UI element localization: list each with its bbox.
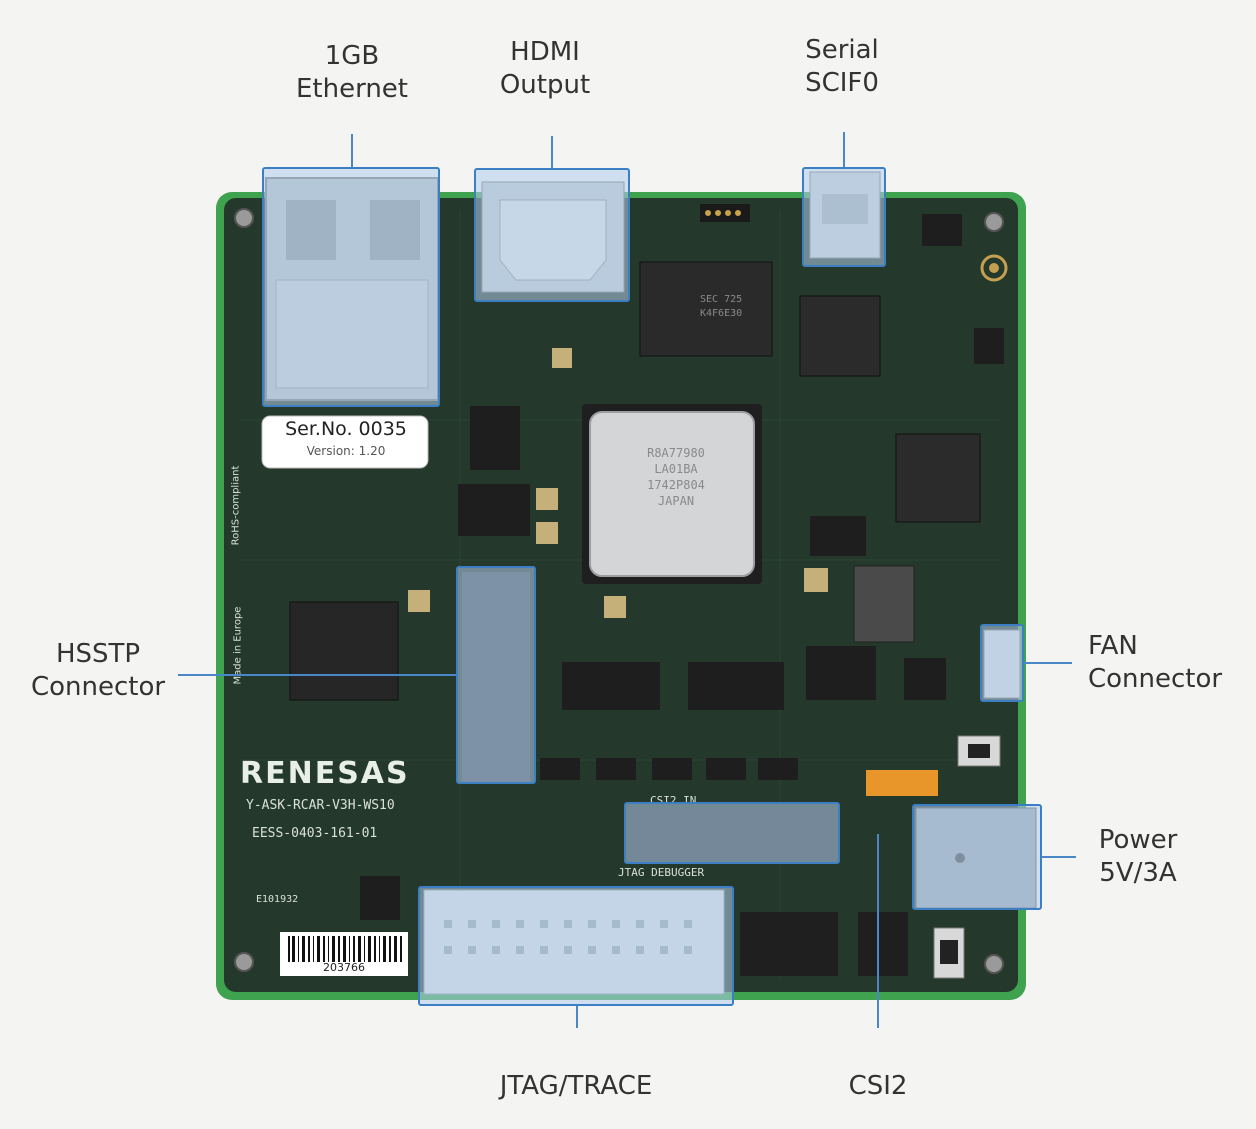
label-hsstp: HSSTP Connector [30,639,166,702]
fan-highlight [980,624,1024,702]
label-power: Power 5V/3A [1098,825,1178,888]
fan-leader [1024,662,1072,664]
label-fan: FAN Connector [1088,631,1223,694]
ethernet-leader [351,134,353,167]
label-jtag: JTAG/TRACE [499,1071,653,1101]
board-model: Y-ASK-RCAR-V3H-WS10 [246,798,395,813]
hsstp-leader [178,674,456,676]
svg-text:K4F6E30: K4F6E30 [700,308,742,319]
serial-sticker-number: Ser.No. 0035 [285,418,407,440]
label-ethernet: 1GB Ethernet [296,41,408,104]
csi2-highlight [624,802,840,864]
hsstp-highlight [456,566,536,784]
board-part: EESS-0403-161-01 [252,826,378,841]
soc-marking-1: R8A77980 [647,446,705,460]
csi2-leader-v [877,834,879,1028]
jtag-leader [576,1006,578,1028]
renesas-logo: RENESAS [240,756,410,791]
serial-sticker-version: Version: 1.20 [306,444,386,458]
jtag-silk: JTAG DEBUGGER [618,866,705,879]
hdmi-highlight [474,168,630,302]
soc-marking-3: 1742P804 [647,478,705,492]
soc-marking-4: JAPAN [657,494,695,508]
board-extra: E101932 [256,894,299,905]
serial-highlight [802,167,886,267]
made-in-silk: Made in Europe [232,606,244,685]
ethernet-highlight [262,167,440,407]
rohs-silk: RoHS-compliant [230,465,242,546]
barcode-number: 203766 [323,961,365,974]
label-hdmi: HDMI Output [499,37,591,100]
label-serial: Serial SCIF0 [805,35,879,98]
power-highlight [912,804,1042,910]
svg-text:SEC 725: SEC 725 [700,294,742,305]
label-csi2: CSI2 [848,1071,908,1101]
soc-marking-2: LA01BA [654,462,698,476]
power-leader [1042,856,1076,858]
hdmi-leader [551,136,553,168]
jtag-highlight [418,886,734,1006]
serial-leader [843,132,845,167]
